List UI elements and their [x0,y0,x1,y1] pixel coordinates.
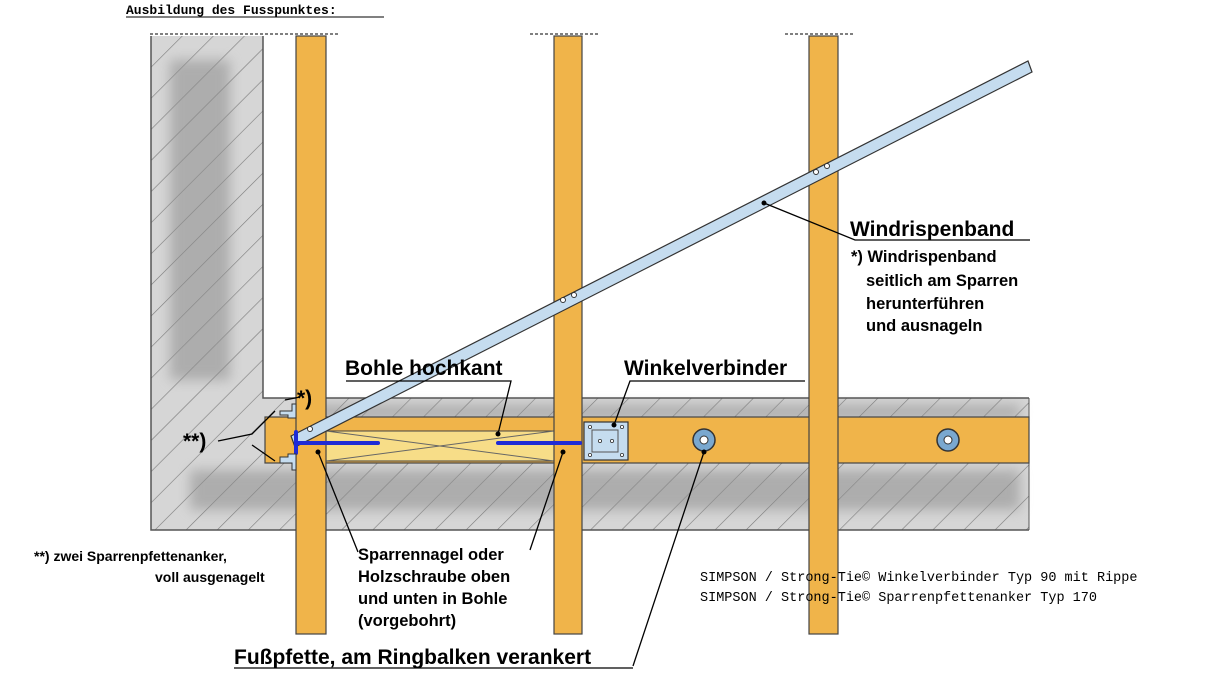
windrispenband-note-line: seitlich am Sparren [866,272,1018,290]
rafter-left [295,35,327,635]
product-note-line: SIMPSON / Strong-Tie© Sparrenpfettenanke… [700,591,1097,606]
sparrennagel-line: und unten in Bohle [358,590,507,608]
label-bohle-hochkant: Bohle hochkant [345,357,503,380]
label-windrispenband: Windrispenband [850,218,1014,241]
windrispenband-strap [290,60,1033,448]
leader-lines [217,202,1030,669]
winkelverbinder [583,421,629,461]
leader-dots [315,200,767,455]
label-anker-note: **) zwei Sparrenpfettenanker, voll ausge… [34,548,265,585]
anker-note-line: voll ausgenagelt [155,569,265,585]
rafters [295,35,839,635]
product-notes: SIMPSON / Strong-Tie© Winkelverbinder Ty… [700,571,1146,606]
label-star-one: *) [297,387,312,410]
label-fusspfette: Fußpfette, am Ringbalken verankert [234,646,591,669]
label-sparrennagel: Sparrennagel oder Holzschraube oben und … [358,546,515,630]
label-windrispenband-note: *) Windrispenband seitlich am Sparren he… [851,248,1023,335]
anchor-bolts [692,428,960,452]
rafter-right [808,35,839,635]
windrispenband-note-line: herunterführen [866,295,984,313]
nails [294,430,582,455]
sparrennagel-line: Sparrennagel oder [358,546,504,564]
rafter-middle [553,35,583,635]
label-winkelverbinder: Winkelverbinder [624,357,787,380]
sparrennagel-line: (vorgebohrt) [358,612,456,630]
product-note-line: SIMPSON / Strong-Tie© Winkelverbinder Ty… [700,571,1137,586]
windrispenband-note-line: *) Windrispenband [851,248,997,266]
sparrennagel-line: Holzschraube oben [358,568,510,586]
windrispenband-note-line: und ausnageln [866,317,982,335]
sparrenpfettenanker [279,403,297,471]
drawing-title: Ausbildung des Fusspunktes: [126,3,337,18]
bohle-plank [325,430,555,462]
anker-note-line: **) zwei Sparrenpfettenanker, [34,548,227,564]
label-star-two: **) [183,430,206,453]
